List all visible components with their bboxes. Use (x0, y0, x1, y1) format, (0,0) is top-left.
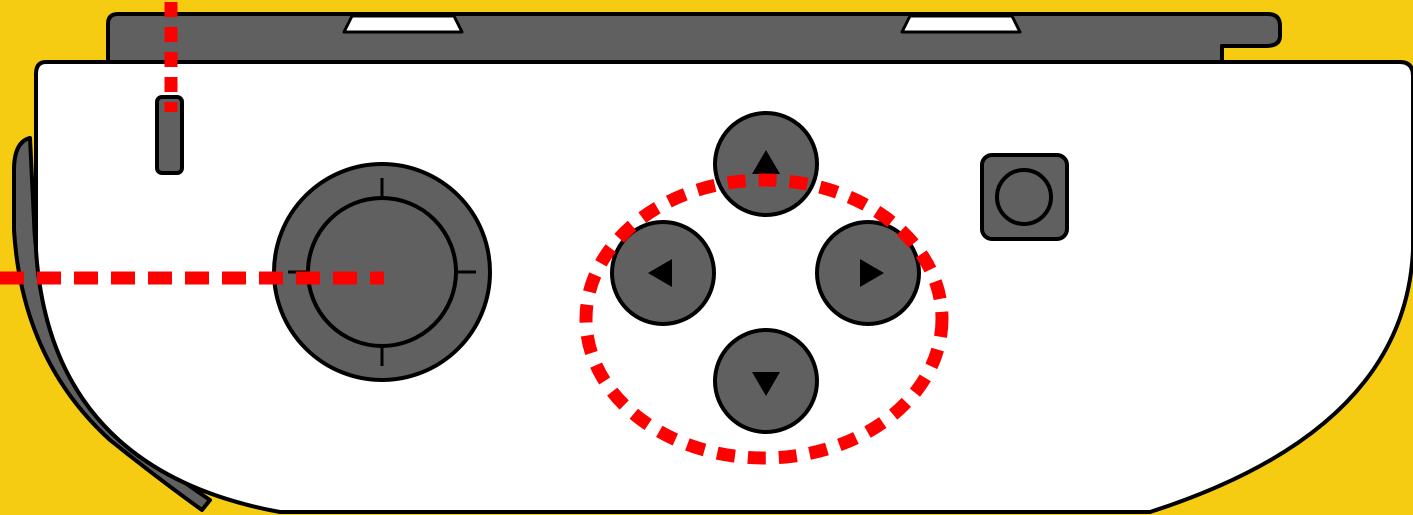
triangle-down-icon (752, 372, 780, 396)
capture-button[interactable] (980, 153, 1069, 241)
left-button[interactable] (610, 220, 716, 326)
triangle-right-icon (860, 259, 884, 287)
up-button[interactable] (713, 111, 819, 217)
capture-circle-icon (995, 168, 1053, 226)
rail-slot-right (900, 14, 1022, 34)
rail-slot-left (342, 14, 464, 34)
triangle-left-icon (648, 259, 672, 287)
minus-button[interactable] (155, 95, 184, 175)
triangle-up-icon (752, 150, 780, 174)
down-button[interactable] (713, 328, 819, 434)
right-button[interactable] (815, 220, 921, 326)
controller-body (34, 60, 1413, 514)
top-rail (106, 12, 1282, 68)
callout-dpad-ellipse (579, 173, 949, 465)
